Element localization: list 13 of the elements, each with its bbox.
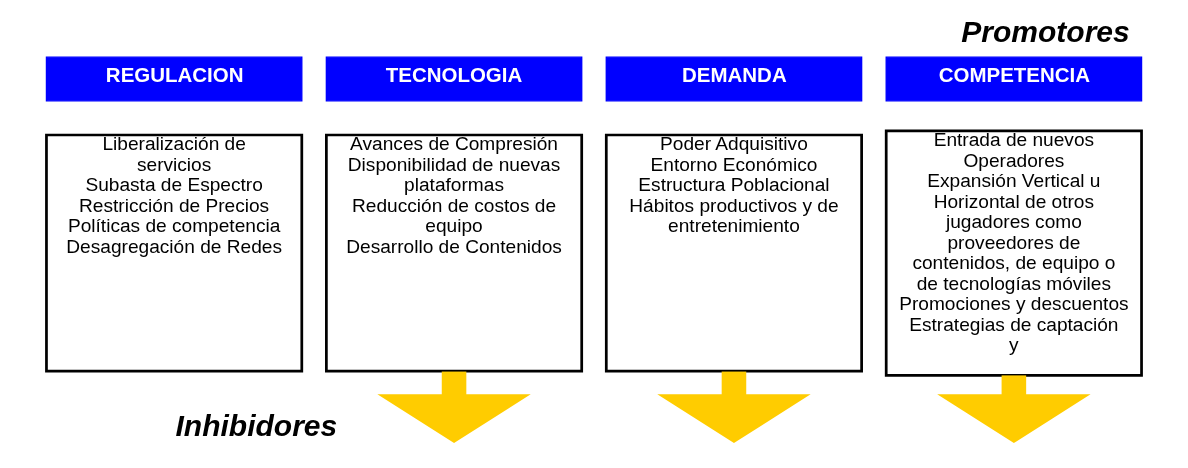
node-box: TECNOLOGIA: [325, 56, 583, 102]
node-box: DEMANDA: [605, 56, 863, 102]
arrow: [377, 371, 531, 444]
node-box: Poder Adquisitivo Entorno Económico Estructura Poblacional Hábitos productivos y de entretenimiento: [604, 133, 863, 373]
diagram-title: Promotores: [961, 14, 1130, 48]
arrow: [657, 371, 811, 444]
node-box: COMPETENCIA: [885, 56, 1143, 102]
arrow: [937, 375, 1091, 444]
node-box: REGULACION: [45, 56, 303, 102]
node-box: Liberalización de servicios Subasta de Espectro Restricción de Precios Políticas de competencia Desagregación de Redes: [45, 133, 304, 373]
node-box: Avances de Compresión Disponibilidad de nuevas plataformas Reducción de costos de equipo Desarrollo de Contenidos: [325, 133, 584, 373]
label: Inhibidores: [175, 409, 338, 443]
node-box: Entrada de nuevos Operadores Expansión Vertical u Horizontal de otros jugadores como proveedores de contenidos, de equipo o de tecnologías móviles Promociones y descuentos Estrategias de captación y: [884, 129, 1143, 377]
